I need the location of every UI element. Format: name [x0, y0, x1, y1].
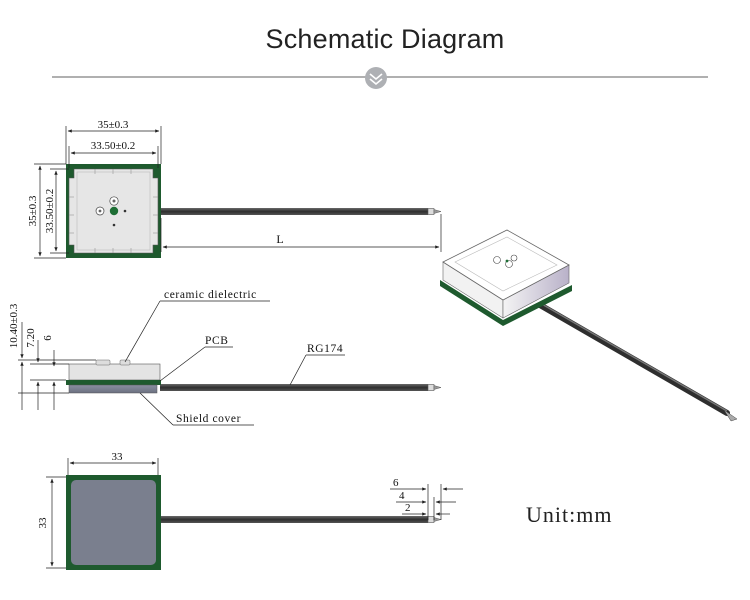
- label-pcb: PCB: [205, 335, 229, 347]
- side-view-shield: [68, 384, 158, 394]
- bottom-view: 33 33 6 4 2: [37, 451, 463, 570]
- dim-side-height-3: 6: [42, 335, 54, 341]
- label-rg174: RG174: [307, 343, 343, 355]
- dim-top-width-outer: 35±0.3: [98, 119, 129, 131]
- top-view: 35±0.3 33.50±0.2 35±0.3 33.50±0.2 L: [27, 119, 442, 259]
- dim-side-total-height: 10.40±0.3: [8, 303, 20, 348]
- center-feed-icon: [109, 206, 119, 216]
- top-view-cable: [160, 208, 428, 215]
- page-title: Schematic Diagram: [265, 24, 505, 54]
- dim-top-width-inner: 33.50±0.2: [91, 140, 136, 152]
- label-ceramic-dielectric: ceramic dielectric: [164, 289, 257, 301]
- dim-bottom-width: 33: [112, 451, 124, 463]
- dim-side-height-2: 7.20: [25, 328, 37, 348]
- dim-top-height-inner: 33.50±0.2: [44, 189, 56, 234]
- unit-label: Unit:mm: [526, 502, 612, 527]
- title-divider: [52, 67, 708, 89]
- dim-cable-length: L: [276, 232, 283, 246]
- dim-bottom-height: 33: [37, 517, 49, 529]
- side-view-ceramic: [68, 363, 161, 381]
- dim-connector-2: 2: [405, 502, 411, 514]
- dim-connector-6: 6: [393, 477, 399, 489]
- bottom-view-cable: [160, 516, 428, 523]
- side-view: 10.40±0.3 7.20 6 ceramic dielectric PCB …: [8, 289, 442, 426]
- bottom-view-shield: [71, 480, 156, 565]
- top-view-connector: [427, 208, 435, 215]
- dim-connector-4: 4: [399, 490, 405, 502]
- side-view-cable: [160, 384, 428, 391]
- isometric-view: [440, 229, 738, 422]
- iso-cable: [537, 302, 730, 416]
- side-view-pcb: [66, 380, 161, 385]
- iso-pcb: [440, 280, 572, 326]
- label-shield-cover: Shield cover: [176, 413, 241, 425]
- dim-top-height-outer: 35±0.3: [27, 195, 39, 226]
